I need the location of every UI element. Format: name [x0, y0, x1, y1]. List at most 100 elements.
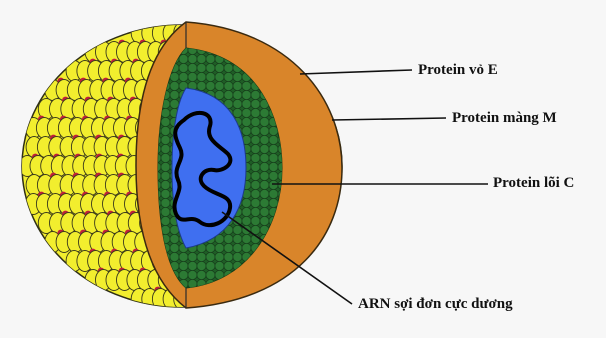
core-bead	[269, 171, 278, 180]
core-bead	[260, 162, 269, 171]
core-bead	[269, 153, 278, 162]
core-bead	[206, 63, 215, 72]
core-bead	[242, 81, 251, 90]
core-bead	[260, 108, 269, 117]
core-bead	[224, 261, 233, 270]
core-bead	[242, 207, 251, 216]
core-bead	[161, 144, 170, 153]
core-bead	[224, 234, 233, 243]
core-bead	[179, 54, 188, 63]
core-bead	[260, 216, 269, 225]
core-bead	[242, 126, 251, 135]
core-bead	[224, 81, 233, 90]
core-bead	[251, 207, 260, 216]
core-bead	[179, 63, 188, 72]
core-bead	[242, 90, 251, 99]
pointer-membrane-protein	[332, 118, 446, 120]
core-bead	[251, 216, 260, 225]
label-envelope-protein: Protein vỏ E	[418, 63, 498, 78]
core-bead	[242, 108, 251, 117]
core-bead	[215, 81, 224, 90]
core-bead	[206, 243, 215, 252]
core-bead	[260, 189, 269, 198]
label-rna: ARN sợi đơn cực dương	[358, 297, 513, 312]
core-bead	[161, 153, 170, 162]
core-bead	[197, 261, 206, 270]
core-bead	[251, 198, 260, 207]
core-bead	[224, 63, 233, 72]
core-bead	[269, 126, 278, 135]
core-bead	[179, 72, 188, 81]
core-bead	[188, 270, 197, 279]
core-bead	[206, 81, 215, 90]
core-bead	[161, 135, 170, 144]
core-bead	[260, 171, 269, 180]
core-bead	[224, 243, 233, 252]
core-bead	[197, 270, 206, 279]
core-bead	[215, 63, 224, 72]
core-bead	[251, 117, 260, 126]
core-bead	[233, 72, 242, 81]
core-bead	[188, 54, 197, 63]
core-bead	[161, 180, 170, 189]
core-bead	[161, 117, 170, 126]
core-bead	[179, 270, 188, 279]
core-bead	[179, 252, 188, 261]
core-bead	[215, 261, 224, 270]
core-bead	[251, 99, 260, 108]
core-bead	[161, 126, 170, 135]
core-bead	[251, 153, 260, 162]
core-bead	[197, 63, 206, 72]
core-bead	[179, 261, 188, 270]
core-bead	[260, 126, 269, 135]
core-bead	[170, 234, 179, 243]
core-bead	[206, 252, 215, 261]
core-bead	[215, 252, 224, 261]
core-bead	[161, 198, 170, 207]
core-bead	[260, 180, 269, 189]
label-membrane-protein: Protein màng M	[452, 111, 557, 126]
core-bead	[233, 225, 242, 234]
core-bead	[251, 162, 260, 171]
core-bead	[251, 90, 260, 99]
core-bead	[269, 189, 278, 198]
core-bead	[224, 90, 233, 99]
core-bead	[197, 54, 206, 63]
core-bead	[197, 252, 206, 261]
core-bead	[251, 108, 260, 117]
core-bead	[251, 189, 260, 198]
membrane-protein-dot	[305, 59, 312, 66]
core-bead	[260, 198, 269, 207]
label-core-protein: Protein lõi C	[493, 176, 574, 191]
core-bead	[251, 180, 260, 189]
core-bead	[188, 261, 197, 270]
core-bead	[233, 90, 242, 99]
core-bead	[188, 252, 197, 261]
core-bead	[242, 243, 251, 252]
core-bead	[242, 198, 251, 207]
core-bead	[188, 63, 197, 72]
core-bead	[161, 171, 170, 180]
core-bead	[206, 261, 215, 270]
core-bead	[215, 72, 224, 81]
core-bead	[251, 135, 260, 144]
core-bead	[233, 243, 242, 252]
core-bead	[233, 99, 242, 108]
core-bead	[269, 135, 278, 144]
membrane-protein-dot	[345, 135, 352, 142]
pointer-envelope-protein	[300, 70, 412, 74]
membrane-protein-dot	[332, 97, 339, 104]
core-bead	[233, 234, 242, 243]
core-bead	[170, 81, 179, 90]
core-bead	[260, 144, 269, 153]
core-bead	[233, 108, 242, 117]
core-bead	[224, 252, 233, 261]
core-bead	[197, 72, 206, 81]
core-bead	[242, 99, 251, 108]
core-bead	[242, 234, 251, 243]
membrane-protein-dot	[239, 21, 246, 28]
core-bead	[206, 72, 215, 81]
core-bead	[224, 72, 233, 81]
core-bead	[233, 252, 242, 261]
